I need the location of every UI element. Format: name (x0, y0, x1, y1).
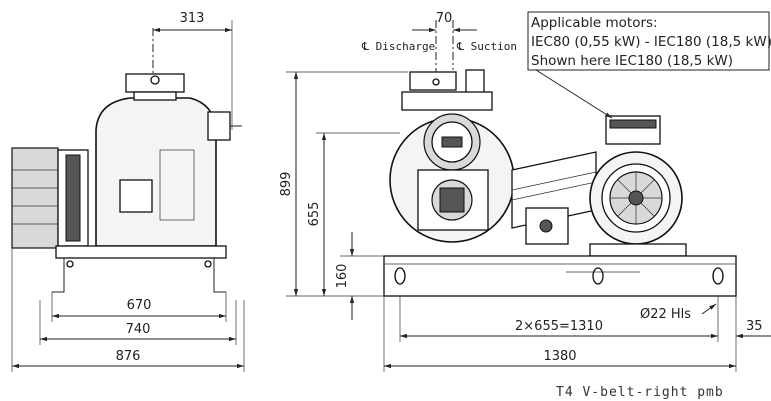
motor-note-title: Applicable motors: (531, 15, 658, 31)
dim-1310: 2×655=1310 (515, 319, 603, 334)
front-dimensions: 70 ℄ Discharge ℄ Suction 899 655 160 2×6… (279, 11, 771, 372)
drawing-caption: T4 V-belt-right pmb (556, 385, 724, 400)
centerline-discharge: ℄ Discharge (361, 40, 435, 53)
dim-1380: 1380 (543, 349, 576, 364)
side-dimensions: 313 670 740 876 (11, 11, 245, 372)
motor-fan-cover (11, 147, 59, 249)
dim-670: 670 (127, 298, 152, 313)
front-view (383, 20, 737, 297)
front-base-frame (383, 255, 737, 297)
dim-313: 313 (180, 11, 205, 26)
dim-160: 160 (335, 264, 350, 289)
dim-35: 35 (746, 319, 763, 334)
inspection-cover (119, 179, 153, 213)
hole-note: Ø22 Hls (640, 307, 691, 322)
side-view (11, 28, 242, 293)
motor-note-shown: Shown here IEC180 (18,5 kW) (531, 53, 733, 69)
centerline-suction: ℄ Suction (456, 40, 517, 53)
dim-655: 655 (307, 202, 322, 227)
side-base-frame (55, 245, 227, 259)
motor-note: Applicable motors: IEC80 (0,55 kW) - IEC… (527, 11, 771, 119)
dim-876: 876 (116, 349, 141, 364)
dim-740: 740 (126, 322, 151, 337)
dim-70: 70 (436, 11, 453, 26)
motor-note-box (527, 11, 770, 71)
pump-casing (95, 97, 217, 247)
dim-899: 899 (279, 172, 294, 197)
motor-note-range: IEC80 (0,55 kW) - IEC180 (18,5 kW) (531, 34, 771, 50)
